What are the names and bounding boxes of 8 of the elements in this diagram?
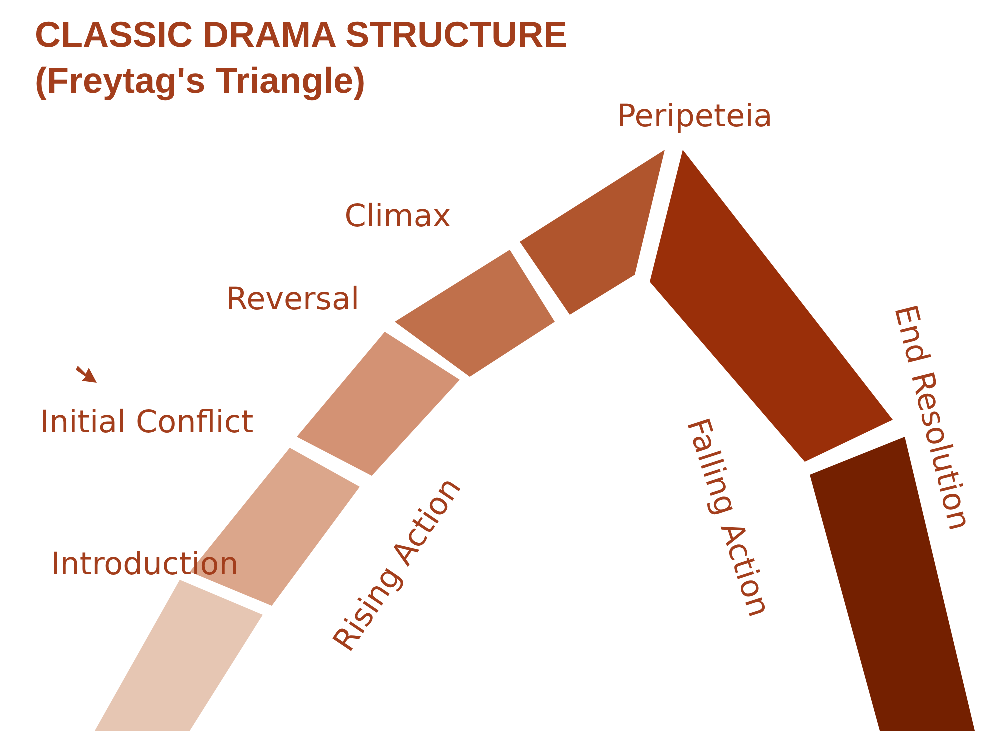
stage-label: Initial Conflict [40,408,254,438]
stage-label: Reversal [226,284,360,316]
phase-label: Falling Action [681,415,775,621]
title: CLASSIC DRAMA STRUCTURE [35,14,568,56]
subtitle: (Freytag's Triangle) [35,60,366,102]
stage-label: Peripeteia [617,102,773,132]
stage-label: Introduction [51,550,239,580]
stage-label: Climax [344,202,452,232]
